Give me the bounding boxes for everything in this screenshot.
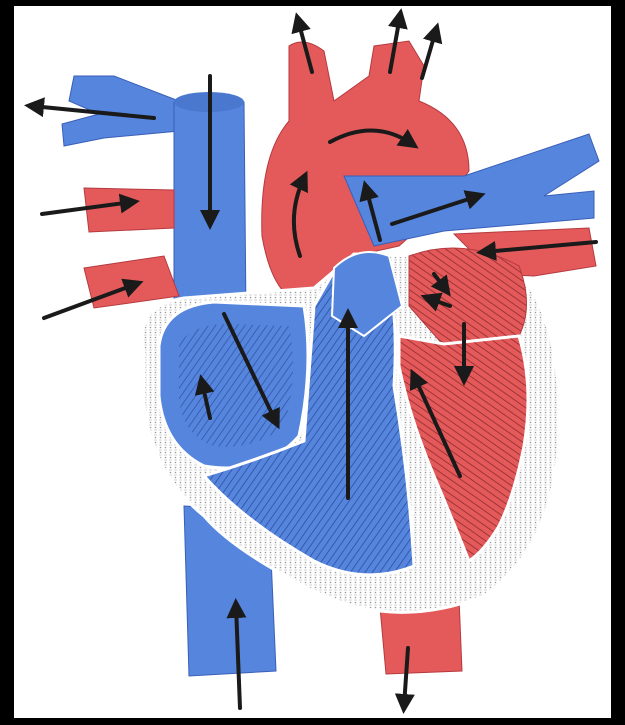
right-atrium [159, 302, 308, 468]
arrow-aorta-branch-3 [422, 30, 436, 78]
diagram-canvas [14, 6, 611, 718]
heart-diagram [14, 6, 611, 718]
